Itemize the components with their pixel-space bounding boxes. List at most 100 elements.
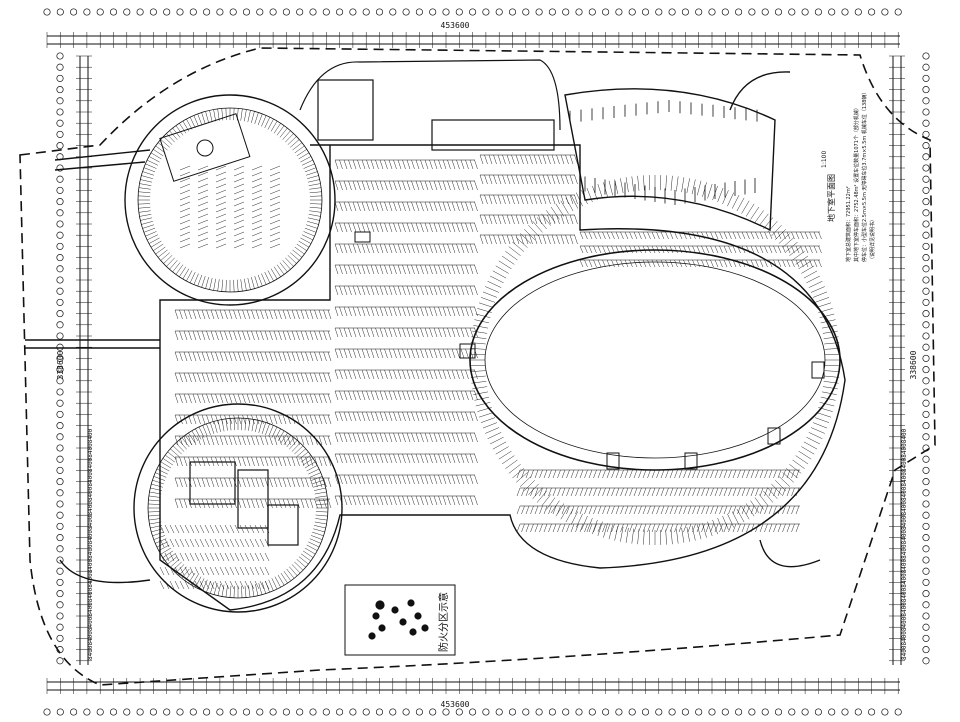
grid-axis-bubble	[136, 708, 144, 716]
grid-axis-bubble	[922, 175, 930, 183]
grid-axis-bubble	[922, 142, 930, 150]
grid-axis-bubble	[495, 708, 503, 716]
grid-axis-bubble	[429, 8, 437, 16]
plan-title-block: 地下室平面图 1:100 地下室总建筑面积：72951.22m² 其中地下室停车…	[821, 90, 876, 262]
grid-axis-bubble	[922, 74, 930, 82]
grid-axis-bubble	[43, 708, 51, 716]
stall-ticks	[479, 214, 578, 225]
plan-title: 地下室平面图	[826, 174, 836, 222]
grid-axis-bubble	[56, 634, 64, 642]
grid-axis-bubble	[389, 8, 397, 16]
grid-axis-bubble	[56, 321, 64, 329]
service-building	[317, 79, 555, 151]
grid-axis-bubble	[735, 708, 743, 716]
grid-axis-bubble	[282, 708, 290, 716]
stall-ticks	[579, 231, 822, 240]
grid-axis-bubble	[922, 209, 930, 217]
stall-ticks	[174, 309, 332, 320]
grid-axis-bubble	[788, 8, 796, 16]
grid-axis-bubble	[415, 8, 423, 16]
grid-axis-bubble	[56, 489, 64, 497]
grid-axis-bubble	[922, 265, 930, 273]
grid-axis-bubble	[455, 8, 463, 16]
stall-ticks	[159, 580, 270, 590]
grid-axis-bubble	[562, 8, 570, 16]
grid-axis-bubble	[922, 220, 930, 228]
grid-axis-bubble	[922, 310, 930, 318]
grid-axis-bubble	[349, 708, 357, 716]
grid-axis-bubble	[922, 332, 930, 340]
stall-ticks	[516, 487, 800, 497]
stall-ticks	[334, 369, 478, 380]
grid-axis-bubble	[761, 8, 769, 16]
grid-axis-bubble	[922, 567, 930, 575]
grid-axis-bubble	[548, 8, 556, 16]
grid-axis-bubble	[922, 119, 930, 127]
grid-axis-bubble	[681, 708, 689, 716]
grid-axis-bubble	[56, 623, 64, 631]
stall-ticks	[334, 222, 478, 233]
grid-axis-bubble	[922, 366, 930, 374]
grid-axis-bubble	[922, 399, 930, 407]
stall-ticks	[179, 165, 191, 249]
grid-axis-bubble	[70, 8, 78, 16]
grid-axis-bubble	[922, 511, 930, 519]
grid-axis-bubble	[83, 8, 91, 16]
grid-axis-bubble	[56, 108, 64, 116]
stall-ticks	[334, 390, 478, 401]
grid-axis-bubble	[641, 8, 650, 16]
stall-ticks	[334, 264, 478, 275]
grid-axis-bubble	[56, 422, 64, 430]
stall-ticks	[334, 306, 478, 317]
grid-axis-bubble	[761, 708, 769, 716]
grid-axis-bubble	[801, 8, 809, 16]
grid-axis-bubble	[922, 500, 930, 508]
grid-axis-bubble	[708, 8, 716, 16]
stall-ticks	[174, 477, 332, 488]
stall-ticks	[334, 411, 478, 422]
grid-axis-bubble	[56, 63, 64, 71]
stall-ticks	[174, 435, 332, 446]
grid-axis-bubble	[56, 119, 64, 127]
stall-ticks	[334, 285, 478, 296]
grid-axis-bubble	[56, 377, 64, 385]
grid-axis-bubble	[535, 8, 543, 16]
stall-ticks	[233, 165, 245, 249]
grid-axis-bubble	[176, 708, 184, 716]
grid-axis-bubble	[136, 8, 144, 16]
grid-axis-bubble	[668, 8, 676, 16]
grid-axis-bubble	[163, 708, 171, 716]
grid-axis-bubble	[56, 410, 64, 418]
stall-ticks	[479, 174, 578, 185]
grid-axis-bubble	[495, 8, 503, 16]
grid-axis-bubble	[748, 8, 756, 16]
grid-axis-bubble	[56, 556, 64, 564]
stall-ticks	[159, 566, 270, 576]
grid-axis-bubble	[56, 74, 64, 82]
fire-zone-legend: 防火分区示意	[344, 584, 456, 656]
stall-ticks	[334, 327, 478, 338]
bottom-dimension-label: 453600	[441, 700, 470, 709]
grid-axis-bubble	[922, 623, 930, 631]
grid-axis-bubble	[774, 708, 783, 716]
plan-scale: 1:100	[821, 151, 828, 168]
grid-axis-bubble	[56, 612, 64, 620]
stall-ticks	[334, 495, 478, 506]
grid-axis-bubble	[922, 321, 930, 329]
grid-axis-bubble	[588, 8, 596, 16]
grid-axis-bubble	[189, 708, 197, 716]
grid-axis-bubble	[109, 708, 118, 716]
stall-ticks	[174, 393, 332, 404]
stall-ticks	[334, 180, 478, 191]
stall-ticks	[579, 259, 822, 268]
grid-axis-bubble	[708, 708, 716, 716]
grid-axis-bubble	[56, 444, 64, 452]
grid-axis-bubble	[56, 254, 64, 262]
grid-axis-bubble	[389, 708, 397, 716]
stall-ticks	[334, 474, 478, 485]
grid-axis-bubble	[415, 708, 423, 716]
stall-ticks	[334, 201, 478, 212]
grid-axis-bubble	[56, 298, 64, 306]
grid-axis-bubble	[721, 8, 729, 16]
grid-axis-bubble	[522, 708, 530, 716]
